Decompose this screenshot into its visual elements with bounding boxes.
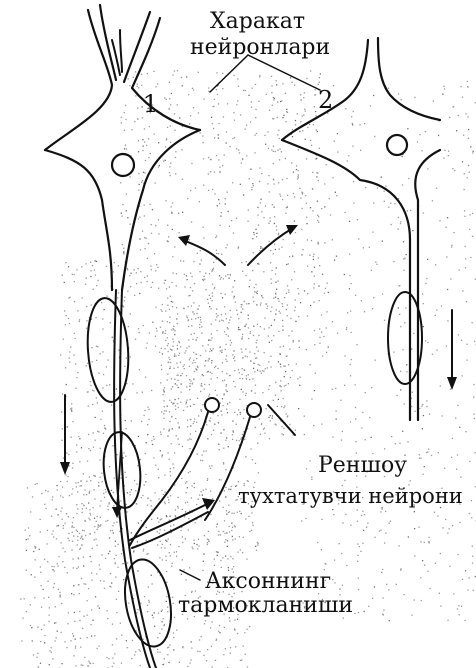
renshaw-label-line2: тухтатувчи нейрони — [238, 484, 463, 508]
neuron-2-nucleus — [387, 135, 407, 155]
renshaw-neuron — [130, 398, 295, 545]
neuron-1-nucleus — [112, 154, 134, 176]
motor-neuron-1: 1 — [45, 5, 200, 290]
neuron-1-number: 1 — [143, 90, 158, 118]
neuron-2-number: 2 — [318, 86, 333, 114]
renshaw-cell-body-b — [247, 403, 261, 417]
renshaw-label-line1: Реншоу — [318, 453, 407, 478]
axon-collateral-label-line2: тармокланиши — [178, 593, 353, 618]
motor-neurons-label-line1: Харакат — [210, 9, 305, 34]
arrow-down-right — [447, 377, 457, 390]
axon-collateral-label-line1: Аксоннинг — [205, 569, 331, 594]
arrow-head — [178, 235, 190, 246]
arrow-down-left — [60, 462, 70, 475]
motor-neuron-2 — [282, 38, 440, 420]
arrow-head — [286, 225, 298, 235]
axon-collateral — [130, 498, 215, 548]
renshaw-cell-body-a — [205, 398, 219, 412]
myelin-segment — [84, 297, 131, 404]
motor-neurons-label-line2: нейронлари — [190, 35, 330, 60]
